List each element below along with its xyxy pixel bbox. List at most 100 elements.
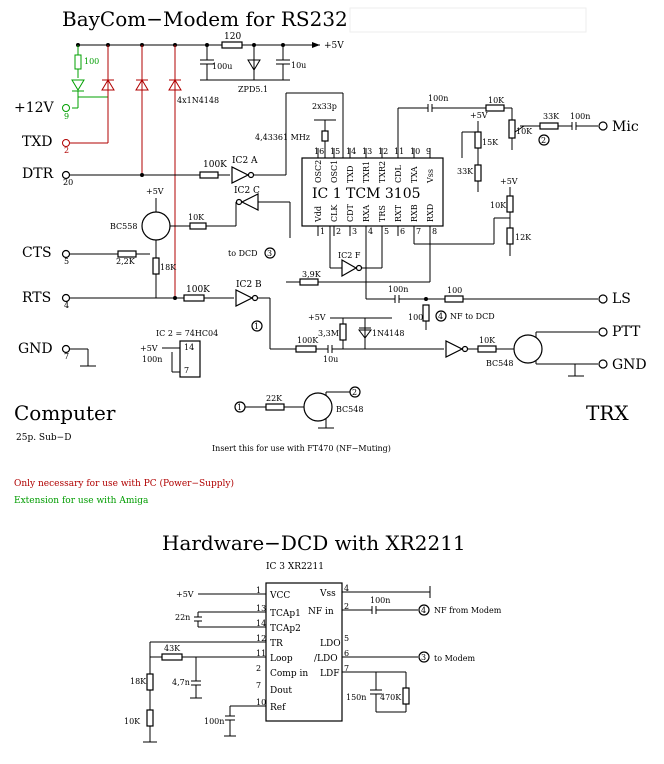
- txd-label: TXD: [22, 134, 53, 150]
- ic1: IC 1 TCM 3105 OSC216OSC115TXD14TXR113TXR…: [301, 147, 444, 236]
- c100n-nf-label: 100n: [370, 596, 390, 605]
- ic1-top-pin-label: Vss: [426, 169, 435, 184]
- c150n-label: 150n: [346, 693, 366, 702]
- dcd-left-pin-num: 12: [256, 634, 266, 643]
- dcd-left-pin-label: VCC: [269, 591, 290, 601]
- ic1-top-pin-num: 10: [410, 147, 420, 156]
- plus12-label: +12V: [14, 100, 55, 116]
- svg-text:+5V: +5V: [146, 187, 164, 196]
- nf-to-dcd-label: NF to DCD: [450, 312, 495, 321]
- xtal-caps-label: 2x33p: [312, 102, 337, 111]
- header-blank-box: [349, 7, 587, 33]
- r33k-b-label: 33K: [543, 112, 560, 121]
- dcd-left-pin-num: 10: [256, 698, 266, 707]
- c100n-ref-label: 100n: [204, 717, 224, 726]
- svg-text:14: 14: [184, 343, 194, 352]
- zpd-label: ZPD5.1: [238, 85, 268, 94]
- bc548-label: BC548: [486, 359, 513, 368]
- ic1-bottom-pin-label: RXB: [410, 204, 419, 222]
- ic1-name: IC 1 TCM 3105: [312, 186, 421, 202]
- note-amiga: Extension for use with Amiga: [14, 496, 149, 506]
- ic1-bottom-pin-num: 2: [336, 227, 341, 236]
- r18k-label: 18K: [160, 263, 177, 272]
- ic1-bottom-pin-label: Vdd: [314, 206, 323, 223]
- r3m3-label: 3,3M: [318, 329, 339, 338]
- c100u-label: 100u: [212, 62, 232, 71]
- svg-text:+5V: +5V: [500, 177, 518, 186]
- ic1-bottom-pin-label: CLK: [330, 204, 339, 222]
- title: BayCom−Modem for RS232: [62, 7, 348, 31]
- amiga-extension: 100: [71, 45, 108, 109]
- ic1-top-pin-label: TXR1: [362, 161, 371, 183]
- txd-pin: 2: [64, 146, 69, 155]
- d1n4148-label: 1N4148: [372, 329, 404, 338]
- cts-pin: 5: [64, 257, 69, 266]
- r22k-label: 22K: [266, 394, 283, 403]
- supply-label: +5V: [324, 41, 344, 51]
- ic1-bottom-pin-num: 7: [416, 227, 421, 236]
- ic1-top-pin-label: OSC2: [314, 160, 323, 183]
- ic1-bottom-pin-label: RXA: [362, 205, 371, 222]
- nf-from-label: NF from Modem: [434, 606, 502, 615]
- dcd-right-pin-label: LDF: [320, 669, 339, 679]
- ic2-power: IC 2 = 74HC04 147 +5V 100n: [140, 329, 218, 378]
- ptt-section: 100K IC2 B 1 100K 10u +5V 3,3M 1N4148 10…: [183, 280, 647, 377]
- r33k-a-label: 33K: [457, 167, 474, 176]
- dcd-right-pin-label: LDO: [320, 639, 341, 649]
- r120: [221, 41, 243, 49]
- dcd-section: Hardware−DCD with XR2211 IC 3 XR2211 VCC…: [124, 531, 502, 743]
- dtr-label: DTR: [22, 166, 54, 182]
- c100n-mic-label: 100n: [428, 94, 448, 103]
- diode-bank: 4x1N4148: [70, 45, 219, 300]
- dcd-right-pin-num: 2: [344, 602, 349, 611]
- svg-text:7: 7: [184, 366, 189, 375]
- mic-label: Mic: [612, 119, 639, 135]
- ic1-bottom-pin-num: 6: [400, 227, 405, 236]
- marker-4-b: 4: [421, 606, 426, 615]
- xtal-label: 4,43361 MHz: [255, 133, 310, 142]
- marker-4-a: 4: [438, 312, 443, 321]
- marker-2-a: 2: [541, 136, 546, 145]
- to-modem-label: to Modem: [434, 654, 475, 663]
- supply-rail: +5V 120 100u ZPD5.1 10u: [76, 32, 344, 94]
- computer-sub-label: 25p. Sub−D: [16, 433, 71, 443]
- rts-pin: 4: [64, 301, 69, 310]
- marker-1-a: 1: [254, 322, 259, 331]
- dcd-ic-label: IC 3 XR2211: [266, 562, 324, 572]
- c100n-ls-label: 100n: [388, 285, 408, 294]
- dcd-right-pin-num: 7: [344, 664, 349, 673]
- r10k-b-label: 10K: [490, 201, 507, 210]
- dcd-left-pin-num: 13: [256, 604, 266, 613]
- note-ft470: Insert this for use with FT470 (NF−Mutin…: [212, 444, 391, 453]
- dcd-left-pin-label: Dout: [270, 686, 292, 696]
- r470k-label: 470K: [380, 693, 402, 702]
- dcd-left-pin-label: Loop: [270, 654, 293, 664]
- c4n7-label: 4,7n: [172, 678, 190, 687]
- ic2c-label: IC2 C: [234, 186, 260, 196]
- dcd-r18k-label: 18K: [130, 677, 147, 686]
- ic2-label: IC 2 = 74HC04: [156, 329, 218, 338]
- dcd-left-pin-label: TCAp1: [270, 609, 301, 619]
- marker-2-b: 2: [352, 388, 357, 397]
- note-pc: Only necessary for use with PC (Power−Su…: [14, 478, 234, 489]
- r10k-pot-label: 10K: [516, 127, 533, 136]
- crystal: 2x33p 4,43361 MHz: [255, 102, 337, 158]
- computer-connector: +12V 9 TXD 2 DTR 20 CTS 5 RTS 4 GND 7: [14, 100, 234, 367]
- pin9-label: 9: [64, 112, 69, 121]
- xr2211-body: [265, 582, 343, 722]
- gnd-label: GND: [18, 341, 53, 357]
- marker-3-a: 3: [267, 249, 272, 258]
- dcd-left-pin-label: Ref: [270, 703, 286, 713]
- dcd-right-pin-num: 4: [344, 584, 349, 593]
- svg-text:+5V: +5V: [140, 344, 158, 353]
- trx-label: TRX: [586, 401, 629, 425]
- c22n-label: 22n: [175, 613, 190, 622]
- r3k9-label: 3,9K: [302, 270, 322, 279]
- r15k-label: 15K: [482, 138, 499, 147]
- ic1-bottom-pin-label: RXT: [394, 204, 403, 222]
- c100n-mic2-label: 100n: [570, 112, 590, 121]
- ic1-top-pin-num: 12: [378, 147, 388, 156]
- trx-gnd-label: GND: [612, 357, 647, 373]
- ft470-addon: 1 22K BC548 2 Insert this for use with F…: [212, 386, 391, 453]
- r12k-label: 12K: [515, 233, 532, 242]
